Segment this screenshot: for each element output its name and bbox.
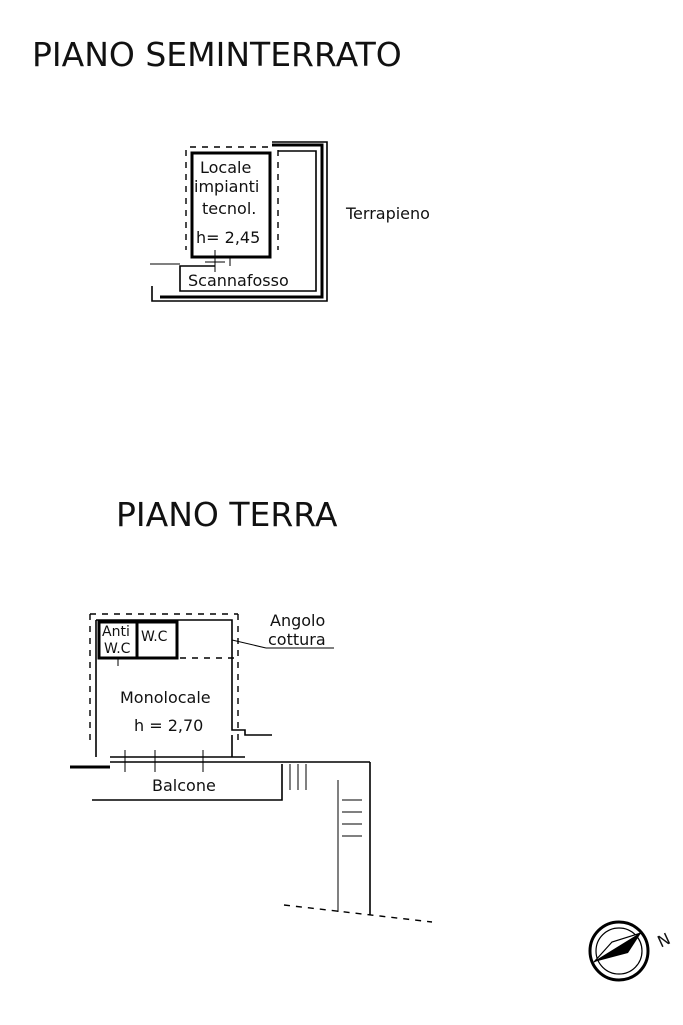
basement-room-height: h= 2,45: [196, 228, 260, 247]
ground-antiwc-label-1: Anti: [102, 624, 130, 640]
ground-room-label: Monolocale: [120, 688, 211, 707]
basement-room-label-3: tecnol.: [202, 199, 256, 218]
basement-room-label-1: Locale: [200, 158, 251, 177]
ground-openings: [117, 657, 204, 772]
ground-wc-label: W.C: [141, 629, 168, 645]
ground-room-height: h = 2,70: [134, 716, 203, 735]
basement-outer-walls: [150, 141, 328, 302]
basement-fill-label: Terrapieno: [345, 204, 430, 223]
ground-plan: PIANO TERRA: [70, 495, 433, 923]
basement-trench-label: Scannafosso: [188, 271, 289, 290]
ground-kitchen-label-1: Angolo: [270, 611, 325, 630]
ground-walls: [70, 619, 370, 769]
basement-plan: PIANO SEMINTERRATO Locale impianti tecno…: [32, 35, 430, 302]
basement-title: PIANO SEMINTERRATO: [32, 35, 402, 74]
basement-tech-room: [185, 146, 279, 272]
ground-balcony-label: Balcone: [152, 776, 216, 795]
ground-title: PIANO TERRA: [116, 495, 338, 534]
ground-kitchen-label-2: cottura: [268, 630, 326, 649]
ground-staircase: [283, 762, 433, 923]
ground-balcony: [92, 764, 307, 801]
ground-dashed-outline: [89, 613, 239, 740]
kitchen-leader-line: [231, 639, 267, 649]
north-arrow-icon: N: [588, 920, 673, 982]
basement-room-label-2: impianti: [194, 177, 259, 196]
compass-letter: N: [654, 929, 673, 951]
ground-antiwc-label-2: W.C: [104, 641, 131, 657]
